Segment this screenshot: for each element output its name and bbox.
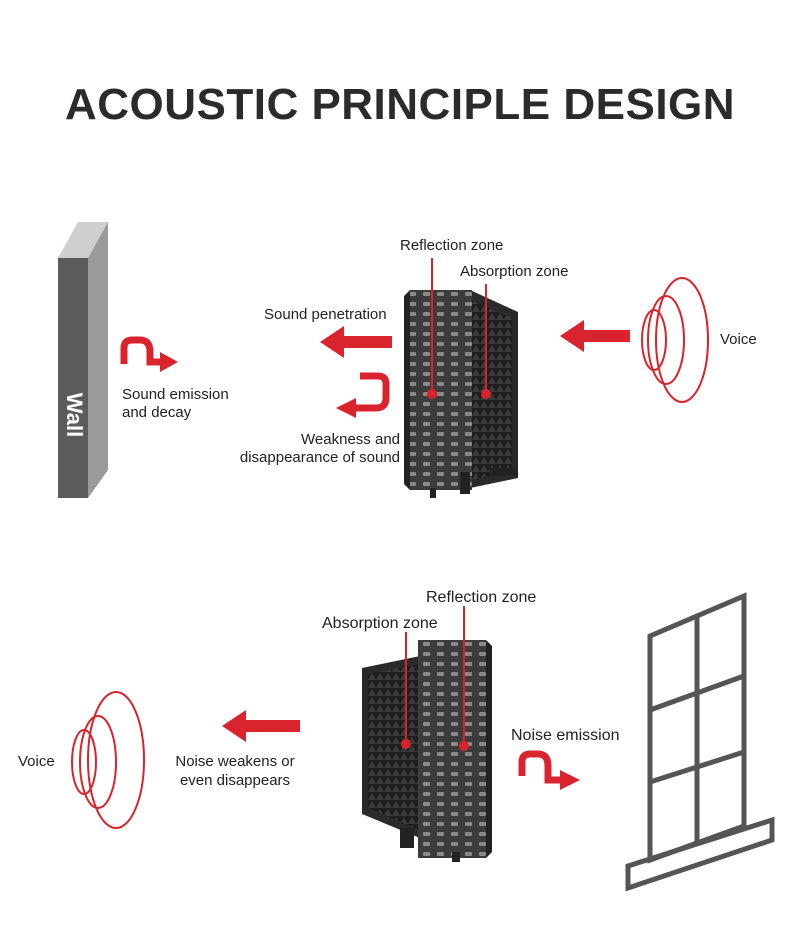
wall-block <box>58 222 108 498</box>
noise-emission-label: Noise emission <box>511 727 620 744</box>
noise-weakens-label-2: even disappears <box>179 772 291 789</box>
voice-waves-bottom <box>71 691 145 829</box>
weakness-arrow <box>336 372 390 418</box>
weakness-label: Weakness and <box>301 431 400 448</box>
bottom-isolation-shield <box>362 640 492 862</box>
zone-pointers-bottom <box>401 606 469 751</box>
page-title: ACOUSTIC PRINCIPLE DESIGN <box>64 80 736 129</box>
reflection-zone-label-top: Reflection zone <box>400 237 504 254</box>
top-isolation-shield <box>404 290 518 498</box>
sound-penetration-arrow <box>320 326 392 358</box>
window-icon <box>625 592 775 892</box>
weakness-label-2: disappearance of sound <box>239 449 400 466</box>
noise-weakens-label: Noise weakens or <box>175 753 295 770</box>
voice-label-top: Voice <box>720 331 757 348</box>
noise-emission-arrow <box>518 750 580 790</box>
voice-waves-top <box>641 277 709 403</box>
absorption-zone-label-bottom: Absorption zone <box>322 615 438 632</box>
voice-label-bottom: Voice <box>18 753 55 770</box>
absorption-zone-label-top: Absorption zone <box>460 263 569 280</box>
sound-penetration-label: Sound penetration <box>264 306 387 323</box>
sound-emission-label: Sound emission <box>122 386 229 403</box>
reflection-zone-label-bottom: Reflection zone <box>426 589 537 606</box>
zone-pointers-top <box>427 258 491 399</box>
voice-arrow-top <box>560 320 630 352</box>
sound-emission-label-2: and decay <box>122 404 192 421</box>
sound-emission-arrow <box>120 336 178 372</box>
wall-label: Wall <box>62 392 87 438</box>
noise-weakens-arrow <box>222 710 300 742</box>
